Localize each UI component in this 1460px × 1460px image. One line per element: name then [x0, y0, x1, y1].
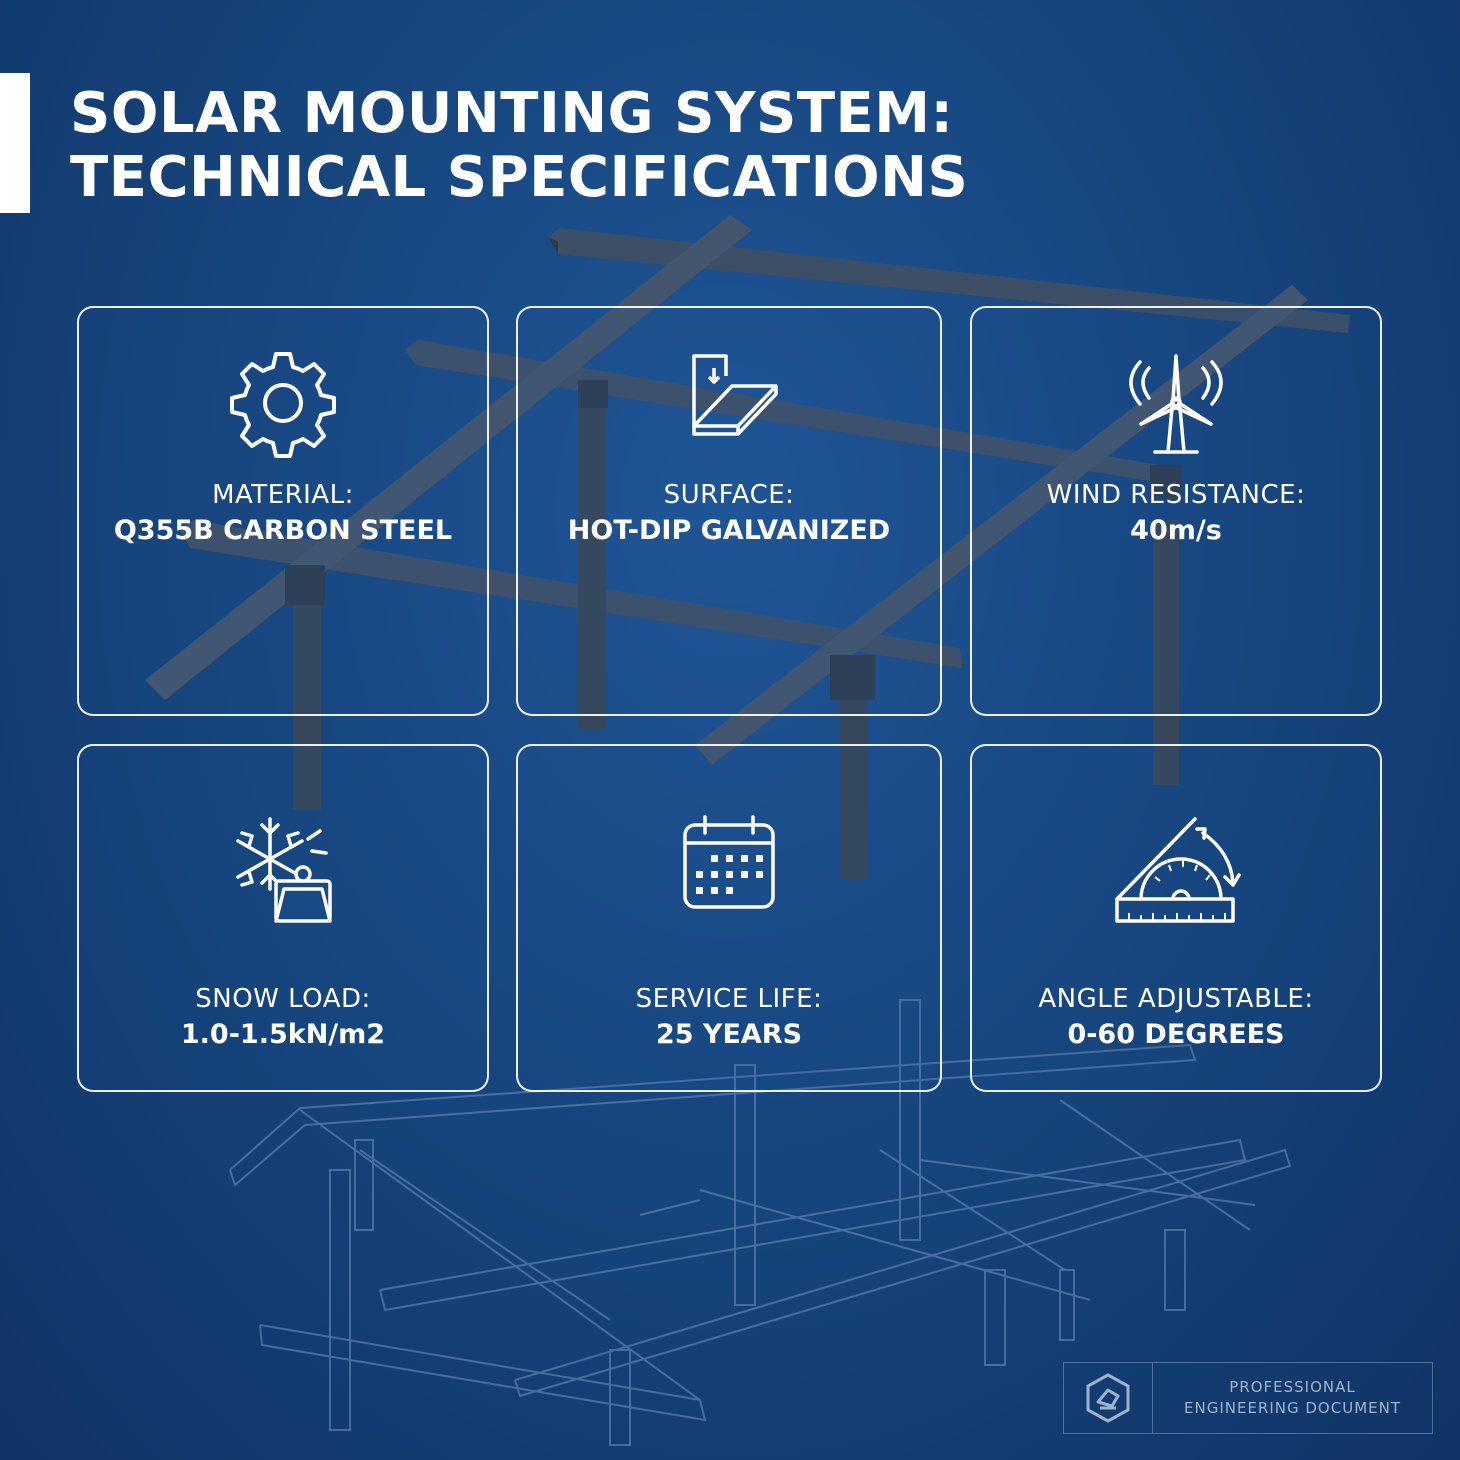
- document-badge-text: PROFESSIONAL ENGINEERING DOCUMENT: [1153, 1377, 1432, 1419]
- spec-card-angle-adjustable: ANGLE ADJUSTABLE: 0-60 DEGREES: [970, 744, 1382, 1092]
- spec-card-surface: SURFACE: HOT-DIP GALVANIZED: [516, 306, 942, 716]
- gear-icon: [230, 352, 336, 458]
- material-label: MATERIAL:: [212, 480, 354, 510]
- service-life-label: SERVICE LIFE:: [635, 984, 823, 1014]
- surface-value: HOT-DIP GALVANIZED: [567, 515, 891, 546]
- document-badge-line-2: ENGINEERING DOCUMENT: [1184, 1399, 1401, 1417]
- wind-turbine-icon: [1129, 354, 1223, 454]
- angle-adjustable-value: 0-60 DEGREES: [1067, 1019, 1285, 1050]
- service-life-value: 25 YEARS: [655, 1019, 803, 1050]
- snow-weight-icon: [236, 817, 332, 923]
- steel-frame: [145, 215, 1350, 880]
- galvanized-plate-icon: [692, 354, 778, 436]
- blueprint-wireframe: [229, 999, 1292, 1446]
- spec-card-wind-resistance: WIND RESISTANCE: 40m/s: [970, 306, 1382, 716]
- spec-card-material: MATERIAL: Q355B CARBON STEEL: [77, 306, 489, 716]
- surface-label: SURFACE:: [663, 480, 795, 510]
- wind-resistance-label: WIND RESISTANCE:: [1046, 480, 1306, 510]
- snow-load-value: 1.0-1.5kN/m2: [180, 1019, 386, 1050]
- company-logo: [1064, 1363, 1153, 1433]
- protractor-icon: [1115, 817, 1241, 923]
- spec-card-service-life: SERVICE LIFE: 25 YEARS: [516, 744, 942, 1092]
- title-line-2: TECHNICAL SPECIFICATIONS: [70, 145, 969, 210]
- snow-load-label: SNOW LOAD:: [195, 984, 371, 1014]
- page-title: SOLAR MOUNTING SYSTEM: TECHNICAL SPECIFI…: [70, 82, 968, 210]
- document-badge: PROFESSIONAL ENGINEERING DOCUMENT: [1063, 1362, 1433, 1434]
- spec-card-snow-load: SNOW LOAD: 1.0-1.5kN/m2: [77, 744, 489, 1092]
- title-line-1: SOLAR MOUNTING SYSTEM:: [70, 81, 954, 146]
- document-badge-line-1: PROFESSIONAL: [1229, 1378, 1356, 1396]
- angle-adjustable-label: ANGLE ADJUSTABLE:: [1038, 984, 1314, 1014]
- title-accent-bar: [0, 73, 30, 213]
- hexagon-logo-icon: [1086, 1373, 1130, 1423]
- wind-resistance-value: 40m/s: [1130, 515, 1222, 546]
- material-value: Q355B CARBON STEEL: [113, 515, 453, 546]
- calendar-icon: [683, 815, 775, 909]
